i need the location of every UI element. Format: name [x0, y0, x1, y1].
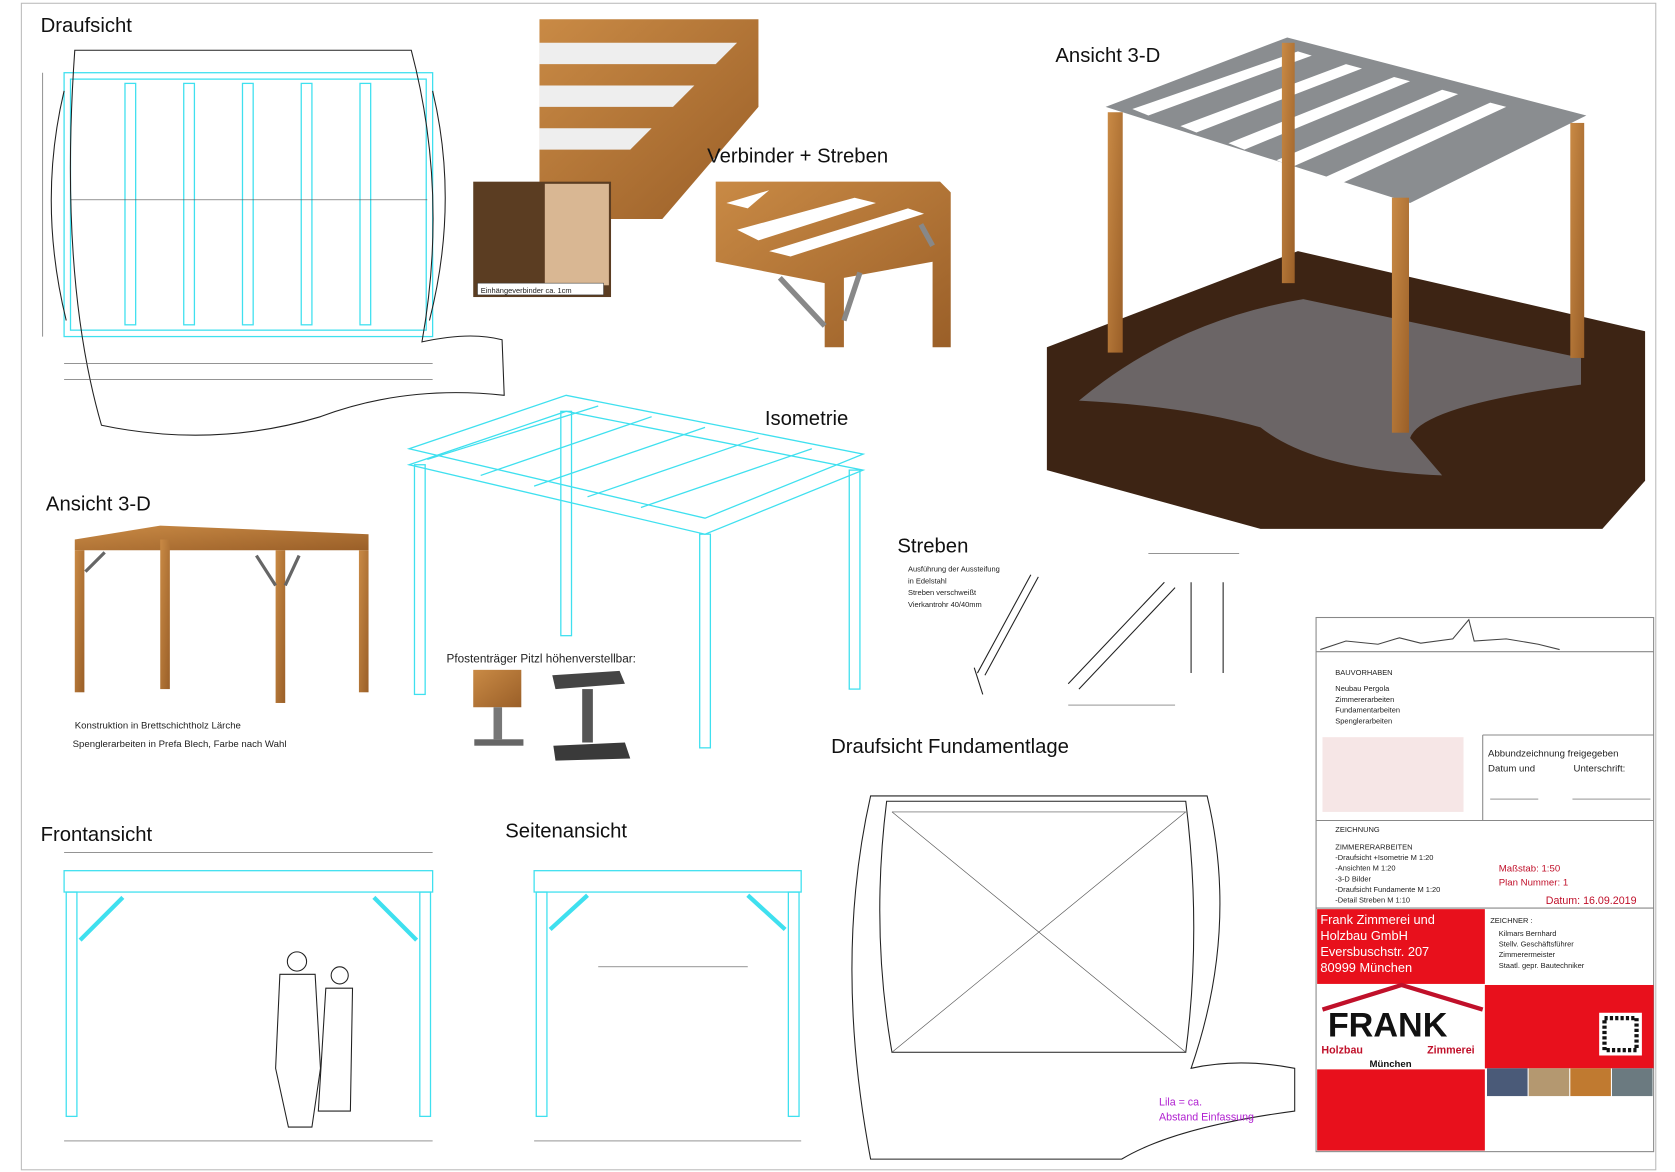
- lila-note-line: Lila = ca.: [1159, 1097, 1202, 1109]
- detail-photo-connector: Einhängeverbinder ca. 1cm: [473, 181, 612, 298]
- zeichnung-line: -Ansichten M 1:20: [1335, 864, 1395, 873]
- ansicht-3d-render-large: Ansicht 3-D: [1046, 37, 1646, 529]
- plan-nummer: Plan Nummer: 1: [1499, 878, 1568, 889]
- freigabe-line: Datum und: [1488, 763, 1535, 774]
- isometrie-wireframe: Isometrie: [406, 394, 866, 749]
- ansicht-3d-render-small: Ansicht 3-D Konstruktion in Brettschicht…: [46, 494, 369, 750]
- bauvorhaben-line: Spenglerarbeiten: [1335, 716, 1392, 725]
- streben-detail: Streben Ausführung der Aussteifung in Ed…: [897, 535, 1240, 706]
- sheet-border: [20, 2, 1657, 1171]
- section-title: Streben: [897, 535, 968, 557]
- streben-note-line: Streben verschweißt: [908, 588, 977, 597]
- freigabe-line: Abbundzeichnung freigegeben: [1488, 748, 1618, 759]
- company-line: Frank Zimmerei und: [1320, 912, 1435, 927]
- frank-logo: FRANK Holzbau Zimmerei München: [1321, 982, 1484, 1070]
- title-block: BAUVORHABEN Neubau Pergola Zimmererarbei…: [1315, 616, 1655, 1153]
- detail-render-beams: [539, 19, 759, 220]
- streben-note-line: in Edelstahl: [908, 576, 947, 585]
- section-title: Draufsicht Fundamentlage: [831, 736, 1069, 758]
- bauvorhaben-line: Zimmererarbeiten: [1335, 695, 1394, 704]
- construction-note: Konstruktion in Brettschichtholz Lärche: [75, 721, 241, 732]
- section-title: Verbinder + Streben: [707, 145, 888, 167]
- section-title: Draufsicht: [41, 15, 133, 37]
- zeichner-line: Zimmerermeister: [1499, 950, 1556, 959]
- zeichnung-line: -Detail Streben M 1:10: [1335, 896, 1410, 905]
- logo-sub: München: [1369, 1059, 1411, 1070]
- section-title: Isometrie: [765, 408, 848, 430]
- pfosten-label: Pfostenträger Pitzl höhenverstellbar:: [447, 652, 636, 665]
- reference-photos: [1486, 1068, 1653, 1097]
- zeichner-line: Stellv. Geschäftsführer: [1499, 940, 1575, 949]
- bauvorhaben-label: BAUVORHABEN: [1335, 668, 1392, 677]
- draufsicht-plan: Draufsicht: [41, 15, 505, 436]
- section-title: Ansicht 3-D: [46, 494, 151, 516]
- zeichnung-line: ZIMMERERARBEITEN: [1335, 842, 1412, 851]
- blurred-stamp: [1322, 737, 1464, 812]
- datum: Datum: 16.09.2019: [1546, 895, 1637, 907]
- section-title: Seitenansicht: [505, 821, 627, 843]
- zeichner-line: Staatl. gepr. Bautechniker: [1499, 961, 1585, 970]
- zeichnung-line: -Draufsicht Fundamente M 1:20: [1335, 885, 1440, 894]
- zeichnung-line: -3-D Bilder: [1335, 874, 1371, 883]
- bauvorhaben-line: Fundamentarbeiten: [1335, 706, 1400, 715]
- fundament-plan: Draufsicht Fundamentlage Lila = ca. Abst…: [831, 736, 1296, 1160]
- pfostentraeger-images: Pfostenträger Pitzl höhenverstellbar:: [447, 652, 636, 761]
- company-line: Eversbuschstr. 207: [1320, 944, 1429, 959]
- company-line: Holzbau GmbH: [1320, 928, 1407, 943]
- zeichnung-line: -Draufsicht +Isometrie M 1:20: [1335, 853, 1433, 862]
- zeichner-line: Kilmars Bernhard: [1499, 929, 1557, 938]
- bauvorhaben-line: Neubau Pergola: [1335, 684, 1390, 693]
- spengler-note: Spenglerarbeiten in Prefa Blech, Farbe n…: [73, 739, 287, 750]
- logo-text: FRANK: [1328, 1006, 1448, 1044]
- streben-note-line: Ausführung der Aussteifung: [908, 565, 1000, 574]
- section-title: Frontansicht: [41, 824, 153, 846]
- logo-sub: Holzbau: [1321, 1044, 1363, 1056]
- section-title: Ansicht 3-D: [1055, 45, 1160, 67]
- freigabe-line: Unterschrift:: [1574, 763, 1626, 774]
- lila-note-line: Abstand Einfassung: [1159, 1112, 1254, 1124]
- seitenansicht-elevation: Seitenansicht: [505, 821, 802, 1142]
- skyline-graphic: [1320, 618, 1560, 651]
- logo-sub: Zimmerei: [1427, 1044, 1474, 1056]
- zeichner-label: ZEICHNER :: [1490, 916, 1532, 925]
- frontansicht-elevation: Frontansicht: [41, 824, 434, 1142]
- company-line: 80999 München: [1320, 960, 1412, 975]
- connector-caption: Einhängeverbinder ca. 1cm: [481, 286, 572, 295]
- zeichnung-label: ZEICHNUNG: [1335, 825, 1380, 834]
- massstab: Maßstab: 1:50: [1499, 864, 1560, 875]
- verbinder-render: Verbinder + Streben: [707, 145, 951, 348]
- streben-note-line: Vierkantrohr 40/40mm: [908, 600, 982, 609]
